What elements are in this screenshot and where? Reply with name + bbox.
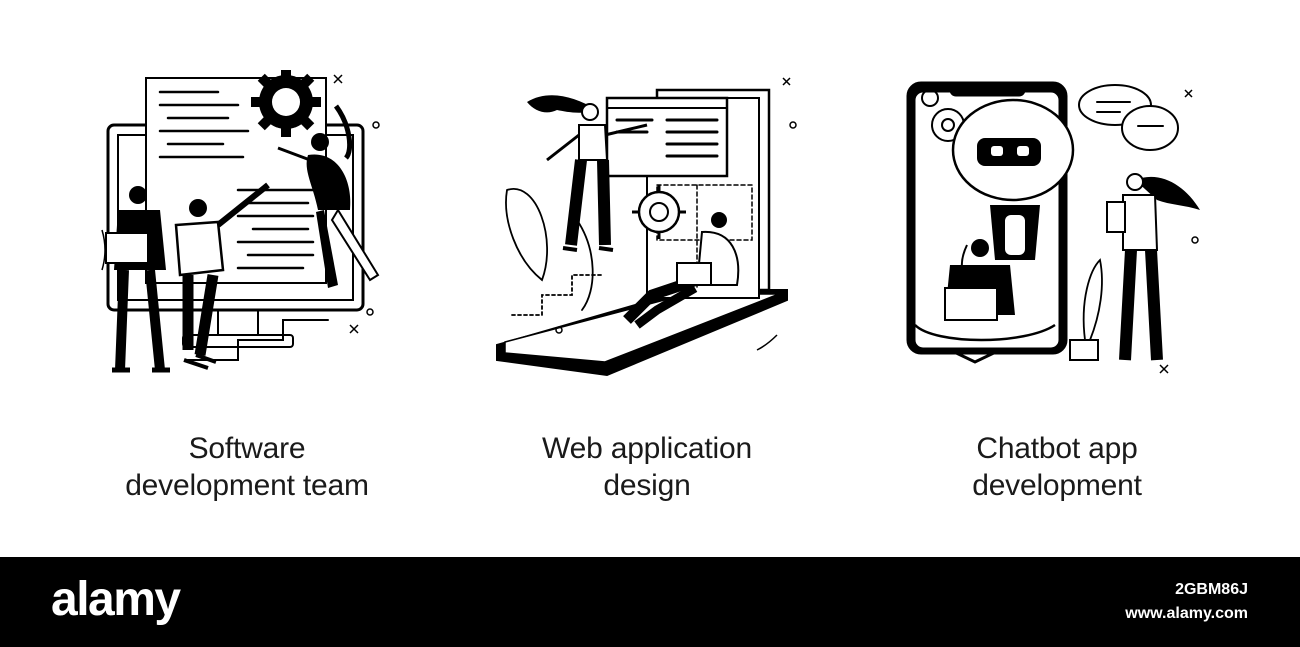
person-figure — [527, 95, 648, 252]
image-id: 2GBM86J — [1175, 581, 1248, 598]
person-figure — [623, 212, 740, 329]
gear-icon — [251, 70, 321, 137]
software-development-team-illustration — [101, 70, 380, 373]
caption-software-development-team: Software development team — [57, 430, 437, 504]
caption-line: development team — [125, 469, 369, 502]
site-url: www.alamy.com — [1125, 605, 1248, 622]
caption-line: Chatbot app — [976, 432, 1138, 465]
web-application-design-illustration — [496, 77, 797, 377]
alamy-logo: alamy — [51, 573, 181, 626]
caption-chatbot-app-development: Chatbot app development — [867, 430, 1247, 504]
gear-icon — [632, 185, 686, 239]
person-figure — [105, 186, 170, 373]
caption-line: Software — [188, 432, 306, 465]
person-figure — [914, 239, 1056, 364]
person-figure — [1106, 173, 1200, 361]
watermark-banner: alamy 2GBM86J www.alamy.com — [0, 557, 1300, 647]
chatbot-app-development-illustration — [906, 81, 1200, 374]
person-figure — [277, 104, 380, 288]
person-figure — [174, 182, 270, 370]
caption-line: development — [972, 469, 1142, 502]
caption-web-application-design: Web application design — [457, 430, 837, 504]
caption-line: design — [603, 469, 691, 502]
caption-line: Web application — [542, 432, 752, 465]
